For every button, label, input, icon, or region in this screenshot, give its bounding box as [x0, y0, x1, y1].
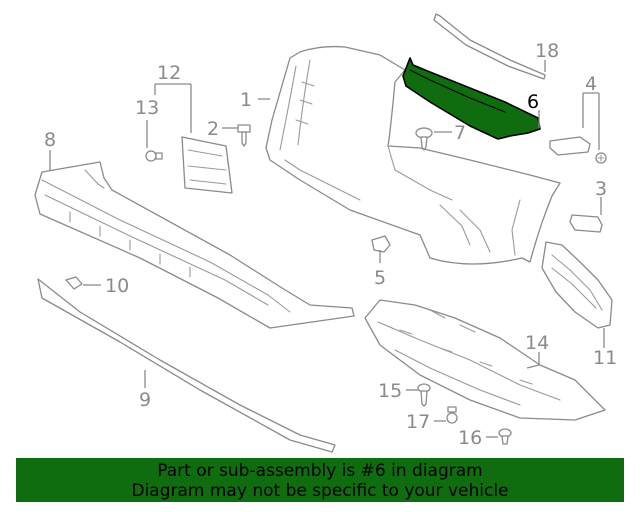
part-6-trim[interactable] [402, 57, 541, 140]
part-14-undercover[interactable] [364, 299, 606, 421]
callout-1: 1 [240, 89, 252, 111]
banner-line-disclaimer: Diagram may not be specific to your vehi… [131, 481, 509, 501]
part-18-seal[interactable] [433, 13, 546, 80]
part-2-clip[interactable] [237, 124, 251, 147]
part-11-bezel[interactable] [541, 241, 613, 329]
parts-diagram: 1 2 3 4 5 6 7 8 9 10 11 12 13 14 15 16 1… [34, 13, 617, 453]
part-16-bolt[interactable] [498, 428, 512, 445]
info-banner: Part or sub-assembly is #6 in diagram Di… [16, 458, 624, 502]
callout-7: 7 [454, 122, 466, 144]
part-17-bolt[interactable] [446, 406, 458, 424]
callout-3: 3 [595, 178, 607, 200]
callout-4: 4 [585, 73, 597, 95]
part-8-lower-reinforcement[interactable] [34, 161, 355, 329]
callout-14: 14 [525, 332, 549, 354]
part-3-bracket[interactable] [569, 214, 603, 233]
callout-2: 2 [207, 118, 219, 140]
banner-line-part: Part or sub-assembly is #6 in diagram [157, 461, 483, 481]
part-15-clip[interactable] [417, 383, 431, 407]
part-1-bumper-cover[interactable] [265, 45, 561, 265]
part-9-trim-strip[interactable] [37, 278, 336, 453]
callout-9: 9 [139, 389, 151, 411]
callout-10: 10 [105, 275, 129, 297]
part-4-bracket[interactable] [549, 136, 607, 164]
callout-17: 17 [406, 411, 430, 433]
callout-16: 16 [458, 427, 482, 449]
callout-6: 6 [527, 91, 539, 113]
part-12-plate-bracket[interactable] [181, 136, 233, 194]
callout-18: 18 [535, 40, 559, 62]
part-10-clip[interactable] [65, 276, 83, 290]
part-5-clip[interactable] [371, 235, 391, 253]
callout-5: 5 [374, 267, 386, 289]
callout-15: 15 [378, 380, 402, 402]
callout-8: 8 [44, 129, 56, 151]
callout-12: 12 [157, 62, 181, 84]
callout-11: 11 [593, 347, 617, 369]
leader-lines [49, 60, 605, 438]
part-7-clip[interactable] [415, 127, 433, 151]
callout-13: 13 [135, 97, 159, 119]
part-13-bolt[interactable] [145, 150, 163, 162]
